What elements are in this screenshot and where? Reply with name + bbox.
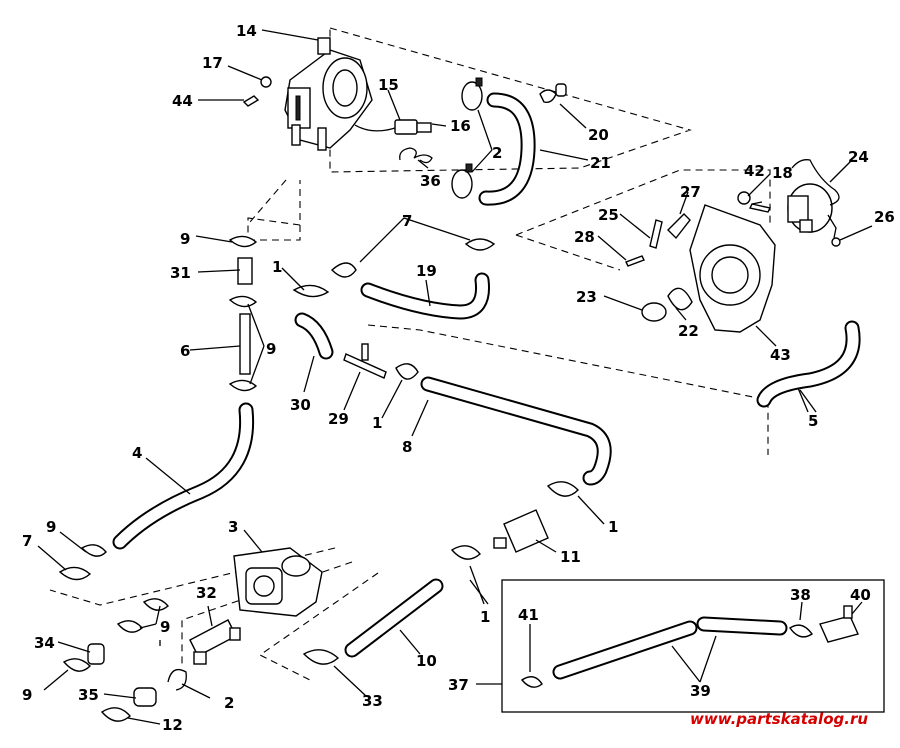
- callout-1-right: 1: [608, 518, 618, 536]
- hose-4: [112, 402, 255, 550]
- callout-12: 12: [162, 716, 183, 734]
- clamps-7-and-9-left: [58, 544, 107, 581]
- small-parts-cluster: [625, 191, 772, 322]
- tank-fittings: [520, 605, 859, 688]
- callout-1-top: 1: [272, 258, 282, 276]
- hose-30: [294, 312, 334, 360]
- tank-hose-assembly-box: [501, 579, 885, 713]
- hose-5: [756, 320, 861, 408]
- callout-26: 26: [874, 208, 895, 226]
- callout-43: 43: [770, 346, 791, 364]
- filter-column-left: [228, 235, 258, 392]
- tank-hose-39: [552, 616, 788, 680]
- primer-solenoid: [787, 159, 841, 247]
- callout-27: 27: [680, 183, 701, 201]
- callout-1-lower: 1: [480, 608, 490, 626]
- callout-9-left: 9: [46, 518, 56, 536]
- callout-17: 17: [202, 54, 223, 72]
- small-hoses-and-clamps: [62, 598, 187, 722]
- fuel-connector-3: [233, 547, 323, 617]
- callout-8: 8: [402, 438, 412, 456]
- callout-14: 14: [236, 22, 257, 40]
- tee-fitting-29: [343, 343, 387, 379]
- callout-23: 23: [576, 288, 597, 306]
- hose-clamps-2: [451, 77, 483, 199]
- callout-38: 38: [790, 586, 811, 604]
- callout-10: 10: [416, 652, 437, 670]
- callout-42: 42: [744, 162, 765, 180]
- callout-11: 11: [560, 548, 581, 566]
- callout-19: 19: [416, 262, 437, 280]
- callout-20: 20: [588, 126, 609, 144]
- hose-19: [360, 272, 491, 320]
- fuel-filter-11: [450, 481, 579, 560]
- callout-3: 3: [228, 518, 238, 536]
- callout-40: 40: [850, 586, 871, 604]
- callout-15: 15: [378, 76, 399, 94]
- callout-41: 41: [518, 606, 539, 624]
- callout-18: 18: [772, 164, 793, 182]
- clamp-33: [302, 649, 340, 665]
- bracket-43: [689, 204, 776, 333]
- leader-lines: [37, 29, 873, 725]
- hose-clamps-7-and-1: [292, 238, 496, 298]
- screw-and-nut: [242, 76, 272, 107]
- watermark: www.partskatalog.ru: [690, 710, 868, 728]
- callout-9-bottom: 9: [22, 686, 32, 704]
- callout-9-lower: 9: [160, 618, 170, 636]
- callout-16: 16: [450, 117, 471, 135]
- callout-22: 22: [678, 322, 699, 340]
- callout-36: 36: [420, 172, 441, 190]
- temperature-sensor: [354, 119, 432, 135]
- hose-10: [344, 578, 444, 658]
- callout-34: 34: [34, 634, 55, 652]
- callout-30: 30: [290, 396, 311, 414]
- callout-44: 44: [172, 92, 193, 110]
- callout-39: 39: [690, 682, 711, 700]
- hose-clamp-1: [395, 363, 419, 380]
- callout-4: 4: [132, 444, 142, 462]
- callout-32: 32: [196, 584, 217, 602]
- callout-5: 5: [808, 412, 818, 430]
- callout-9-top: 9: [180, 230, 190, 248]
- callout-28: 28: [574, 228, 595, 246]
- callout-7-left: 7: [22, 532, 32, 550]
- callout-21: 21: [590, 154, 611, 172]
- callout-35: 35: [78, 686, 99, 704]
- callout-7-top: 7: [402, 212, 412, 230]
- dashed-group-outlines: [49, 27, 771, 681]
- callout-6: 6: [180, 342, 190, 360]
- callout-31: 31: [170, 264, 191, 282]
- hose-8: [420, 376, 612, 486]
- callout-29: 29: [328, 410, 349, 428]
- callout-9-mid: 9: [266, 340, 276, 358]
- fuel-pump: [284, 37, 373, 151]
- clamp-20: [539, 83, 567, 104]
- callout-1-mid: 1: [372, 414, 382, 432]
- fuel-connector-32: [189, 619, 241, 665]
- callout-24: 24: [848, 148, 869, 166]
- callout-labels: 14 17 44 15 16 2 36 20 21 24 42 18 27 25…: [22, 22, 895, 734]
- callout-2-top: 2: [492, 144, 502, 162]
- hose-21: [478, 92, 536, 206]
- callout-33: 33: [362, 692, 383, 710]
- callout-25: 25: [598, 206, 619, 224]
- callout-2-bottom: 2: [224, 694, 234, 712]
- callout-37: 37: [448, 676, 469, 694]
- wire-clip: [399, 147, 433, 164]
